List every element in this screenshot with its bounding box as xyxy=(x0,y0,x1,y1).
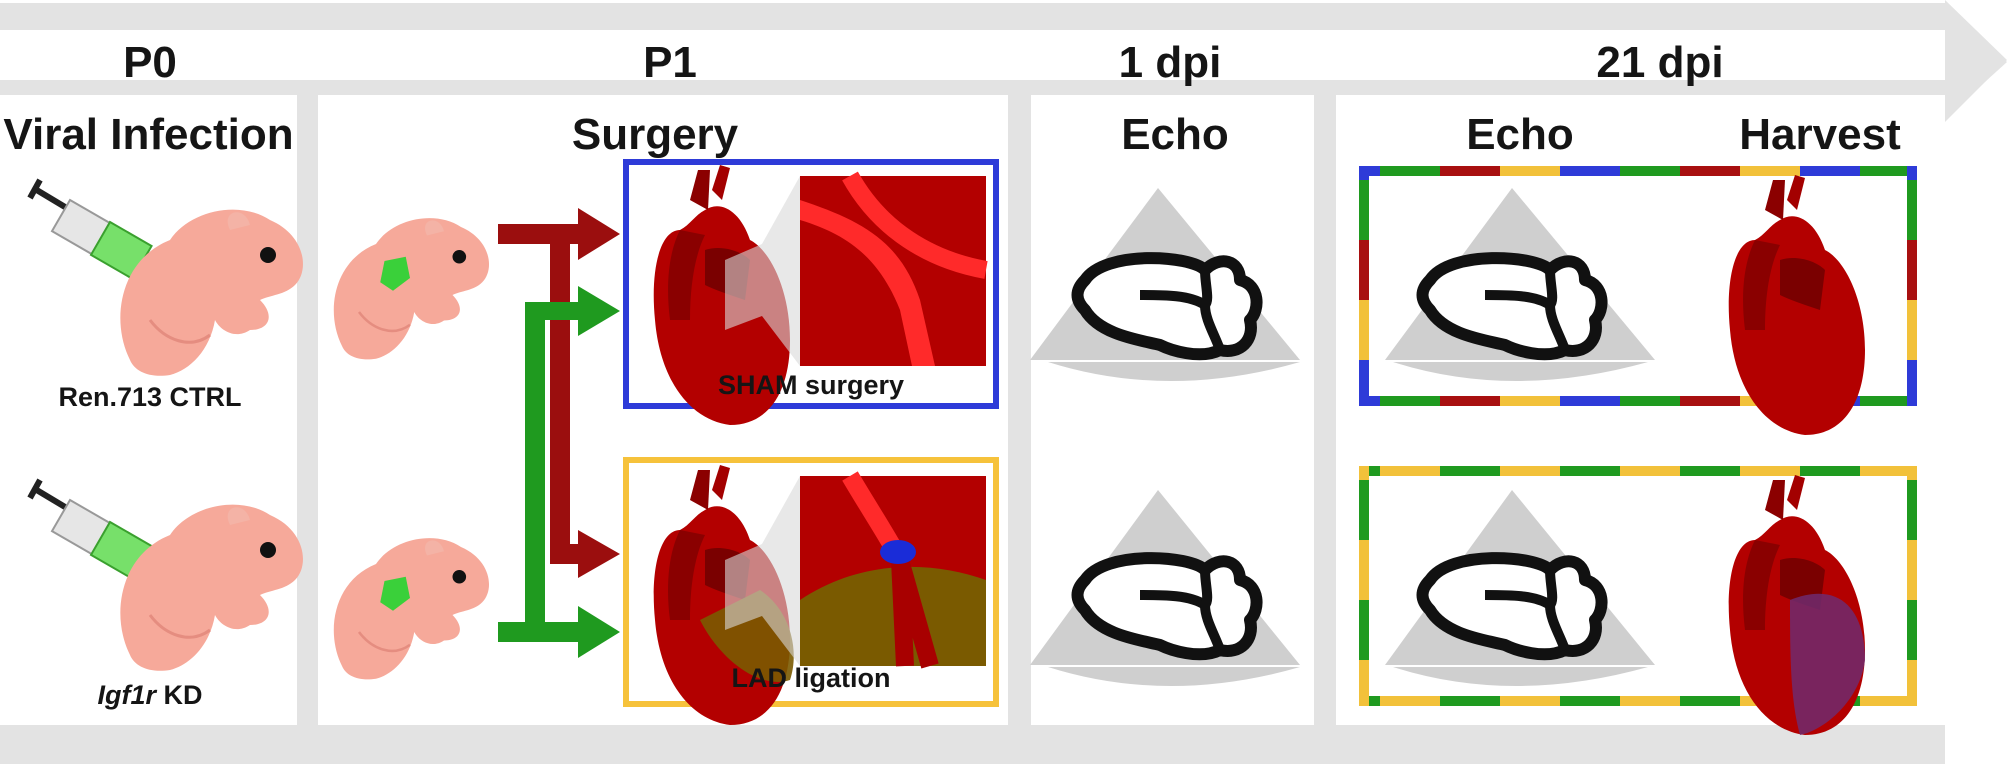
kd-suffix: KD xyxy=(156,680,203,710)
ctrl-endpoint-box xyxy=(1359,166,1917,406)
ctrl-group-label: Ren.713 CTRL xyxy=(58,382,242,412)
kd-group-label: Igf1r KD xyxy=(20,680,280,711)
sham-label: SHAM surgery xyxy=(717,370,905,400)
harvest-title: Harvest xyxy=(1739,110,1901,159)
echo-21dpi-title: Echo xyxy=(1466,110,1574,159)
ligation-suture xyxy=(880,540,916,564)
kd-arrows xyxy=(498,286,620,658)
infection-title: Viral Infection xyxy=(3,110,294,159)
gene-name: Igf1r xyxy=(97,680,156,710)
kd-endpoint-box xyxy=(1359,466,1917,706)
timepoint-21dpi: 21 dpi xyxy=(1596,38,1724,87)
timepoint-1dpi: 1 dpi xyxy=(1118,38,1222,87)
surgery-title: Surgery xyxy=(571,110,739,159)
timepoint-p1: P1 xyxy=(643,38,697,87)
timepoint-p0: P0 xyxy=(123,38,177,87)
timeline-arrow xyxy=(0,0,2007,122)
pup-icon xyxy=(332,216,491,361)
lad-label: LAD ligation xyxy=(731,663,891,693)
pup-icon xyxy=(332,536,491,681)
echo-1dpi-title: Echo xyxy=(1121,110,1229,159)
